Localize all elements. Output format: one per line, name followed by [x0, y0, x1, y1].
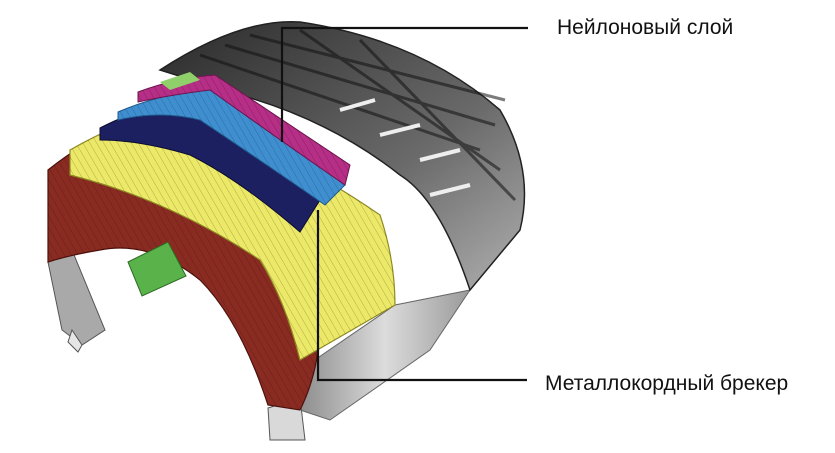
leader-lines [280, 26, 528, 382]
left-sidewall [47, 249, 106, 353]
steel-belt-leader-line [316, 210, 527, 382]
nylon-leader-line [280, 26, 528, 142]
nylon-layer [137, 72, 351, 186]
steel-belt-label: Металлокордный брекер [545, 372, 789, 395]
nylon-layer-label: Нейлоновый слой [557, 16, 734, 39]
tread [158, 20, 526, 292]
